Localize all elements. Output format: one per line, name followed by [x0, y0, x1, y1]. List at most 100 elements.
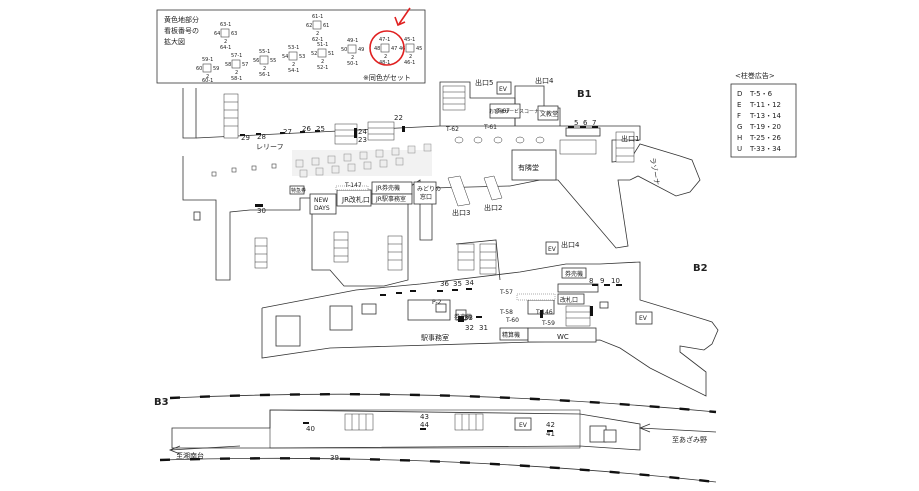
pillar-label: 57	[242, 62, 248, 68]
b1-num: 22	[394, 114, 403, 122]
legend-key: E	[737, 101, 741, 109]
inset-pillar: 55-1 56 55 2 56-1	[253, 49, 276, 78]
pillar-label: 45-1	[404, 37, 415, 43]
b1-ev: EV	[499, 86, 508, 93]
b1-small-shop: 特急券	[291, 187, 306, 194]
b3-num: 41	[546, 430, 555, 438]
inset-title-1: 黄色地部分	[164, 15, 199, 24]
legend-box: <柱巻広告> D T-5・6 E T-11・12 F T-13・14 G T-1…	[730, 71, 797, 158]
pillar-label: 48	[374, 46, 380, 52]
b1-jr-gate: JR改札口	[341, 195, 370, 204]
b1-num: 24	[358, 128, 367, 136]
pillar-label: 60-1	[202, 78, 213, 84]
legend-key: U	[737, 145, 742, 153]
b1-tcode: T-61	[483, 124, 497, 131]
pillar-label: 49-1	[347, 38, 358, 44]
b2-num: 31	[479, 324, 488, 332]
inset-box: 黄色地部分 看板番号の 拡大図 ※同色がセット 63-1 64 63 2 64-…	[156, 7, 426, 84]
b1-yurindo: 有隣堂	[518, 163, 539, 172]
b1-tcode: T-62	[445, 126, 459, 133]
b3-to-azamino: 至あざみ野	[672, 435, 707, 444]
pillar-label: 47-1	[379, 37, 390, 43]
b1-num: 28	[257, 133, 266, 141]
b2-ticket-machine-2: 券売機	[454, 313, 472, 321]
b2-office: 駅事務室	[421, 333, 449, 342]
b2-num: 36	[440, 280, 449, 288]
pillar-label: 58	[225, 62, 231, 68]
b1-station-office: JR駅事務室	[375, 195, 406, 203]
b2-ev2: EV	[639, 315, 648, 322]
b2-num: 8	[589, 277, 593, 285]
legend-title: <柱巻広告>	[735, 71, 775, 80]
b1-num: 30	[257, 207, 266, 215]
pillar-label: 63	[231, 31, 237, 37]
pillar-label: 63-1	[220, 22, 231, 28]
pillar-label: 64	[214, 31, 220, 37]
b3-num: 40	[306, 425, 315, 433]
inset-pillar: 61-1 62 61 2 62-1	[306, 14, 329, 43]
pillar-label: 2	[224, 39, 227, 45]
pillar-label: 55-1	[259, 49, 270, 55]
pillar-label: 52-1	[317, 65, 328, 71]
b1-bunkyo: 文教堂	[540, 110, 558, 118]
pillar-label: 60	[196, 66, 202, 72]
b1-tcode: T-147	[344, 182, 362, 189]
inset-pillar: 57-1 58 57 2 58-1	[225, 53, 248, 82]
pillar-label: 54	[282, 54, 288, 60]
pillar-label: 46-1	[404, 60, 415, 66]
pillar-label: 51	[328, 51, 334, 57]
b3-num: 42	[546, 421, 555, 429]
legend-val: T-25・26	[749, 134, 782, 142]
b2-num: 35	[453, 280, 462, 288]
pillar-label: 2	[351, 55, 354, 61]
b2-tcode: T-146	[535, 309, 553, 316]
pillar-label: 56-1	[259, 72, 270, 78]
b3-num: 39	[330, 454, 339, 462]
legend-val: T-19・20	[749, 123, 781, 131]
pillar-label: 56	[253, 58, 259, 64]
b1-tcode: T-67	[496, 108, 510, 115]
b1-num: 29	[241, 134, 250, 142]
inset-pillar: 59-1 60 59 2 60-1	[196, 57, 219, 84]
floor-label-b3: B3	[154, 397, 169, 408]
pillar-label: 64-1	[220, 45, 231, 51]
b1-new-days-2: DAYS	[314, 205, 330, 212]
b1-num: 6	[583, 119, 588, 127]
pillar-label: 2	[263, 66, 266, 72]
inset-pillar-highlighted: 47-1 48 47 2 48-1	[374, 37, 397, 66]
legend-val: T-13・14	[749, 112, 782, 120]
b2-tcode: T-59	[541, 320, 555, 327]
b1-ticket-machine: JR券売機	[375, 184, 400, 192]
b2-num: 10	[611, 277, 620, 285]
b2-floor: EV EV 出口4 券売機 券売機 改札口 駅事務室 精算機 WC 8 9 10…	[261, 239, 719, 397]
floor-label-b1: B1	[577, 89, 592, 100]
pillar-label: 47	[391, 46, 397, 52]
b1-num: 5	[574, 119, 578, 127]
pillar-label: 62	[306, 23, 312, 29]
pillar-label: 2	[321, 59, 324, 65]
inset-pillars: 63-1 64 63 2 64-1 61-1 62 61 2 62-1 47-1…	[196, 14, 422, 84]
inset-title-2: 看板番号の	[164, 26, 199, 35]
highlight-marker	[369, 7, 411, 66]
legend-key: G	[737, 123, 742, 131]
floor-label-b2: B2	[693, 263, 708, 274]
b1-midori-1: みどりの	[417, 185, 441, 193]
legend-key: D	[737, 90, 742, 98]
b2-tcode: T-58	[499, 309, 513, 316]
inset-pillar: 45-1 46 45 2 46-1	[399, 37, 422, 66]
pillar-label: 58-1	[231, 76, 242, 82]
inset-pillar: 51-1 52 51 2 52-1	[311, 42, 334, 71]
b2-num: 32	[465, 324, 474, 332]
b1-num: 23	[358, 136, 367, 144]
b2-exit4: 出口4	[561, 240, 580, 249]
pillar-label: 59	[213, 66, 219, 72]
pillar-label: 45	[416, 46, 422, 52]
b1-num: 26	[302, 125, 311, 133]
b1-num: 25	[316, 125, 325, 133]
b2-ev: EV	[548, 246, 557, 253]
inset-pillar: 63-1 64 63 2 64-1	[214, 22, 237, 51]
b1-exit5: 出口5	[475, 78, 493, 87]
pillar-grid	[292, 143, 432, 178]
b2-tcode: P-2	[432, 299, 442, 306]
